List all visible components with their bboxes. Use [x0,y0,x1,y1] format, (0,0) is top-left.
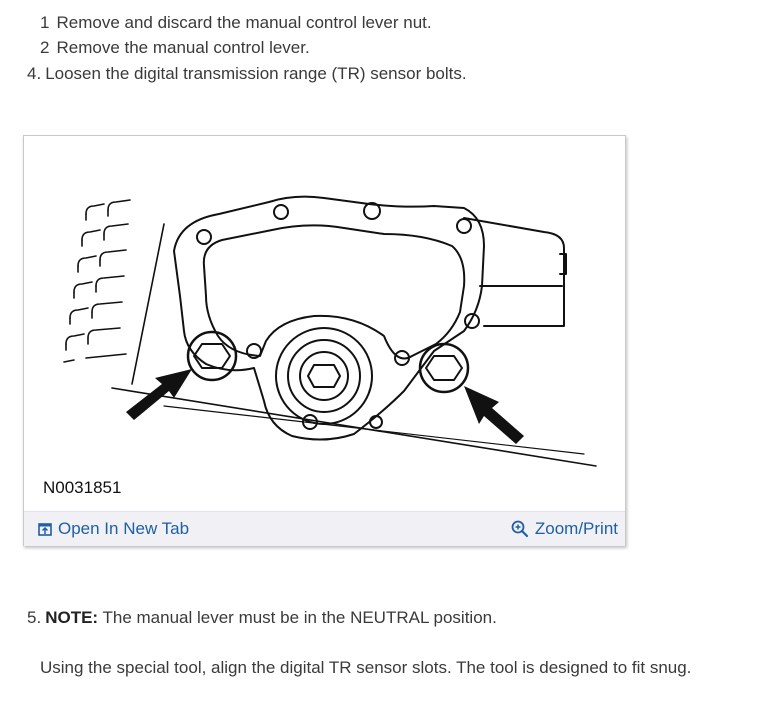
left-arrow [126,369,192,420]
open-in-new-tab-link[interactable]: Open In New Tab [38,519,189,539]
figure-code: N0031851 [43,478,122,497]
step-text: The manual lever must be in the NEUTRAL … [102,608,497,627]
step-number: 5. [27,608,42,627]
right-bolt [418,342,470,394]
step-number: 4. [27,64,42,83]
tr-sensor-diagram [63,195,597,467]
step-1: 1 Remove and discard the manual control l… [40,13,432,33]
step-text: Remove and discard the manual control le… [56,13,432,32]
step-4: 4.Loosen the digital transmission range … [27,64,467,84]
step-5: 5.NOTE: The manual lever must be in the … [27,608,497,628]
step-2: 2 Remove the manual control lever. [40,38,310,58]
figure-card: N0031851 Open In New Tab Zoom/Print [23,135,626,546]
zoom-print-label: Zoom/Print [534,519,618,538]
zoom-print-link[interactable]: Zoom/Print [511,519,618,539]
note-label: NOTE: [45,608,99,627]
figure-toolbar: Open In New Tab Zoom/Print [24,511,625,546]
open-in-new-tab-label: Open In New Tab [58,519,190,538]
gasket-outline [173,195,485,441]
step-number: 1 [40,13,50,32]
left-bolt [186,330,238,382]
step-5-detail: Using the special tool, align the digita… [40,658,692,677]
right-arrow [464,386,524,444]
open-in-new-tab-icon [38,523,52,536]
step-text: Loosen the digital transmission range (T… [45,64,467,83]
connector-ribs [63,199,131,363]
step-number: 2 [40,38,50,57]
zoom-icon [511,520,528,538]
step-text: Remove the manual control lever. [56,38,310,57]
